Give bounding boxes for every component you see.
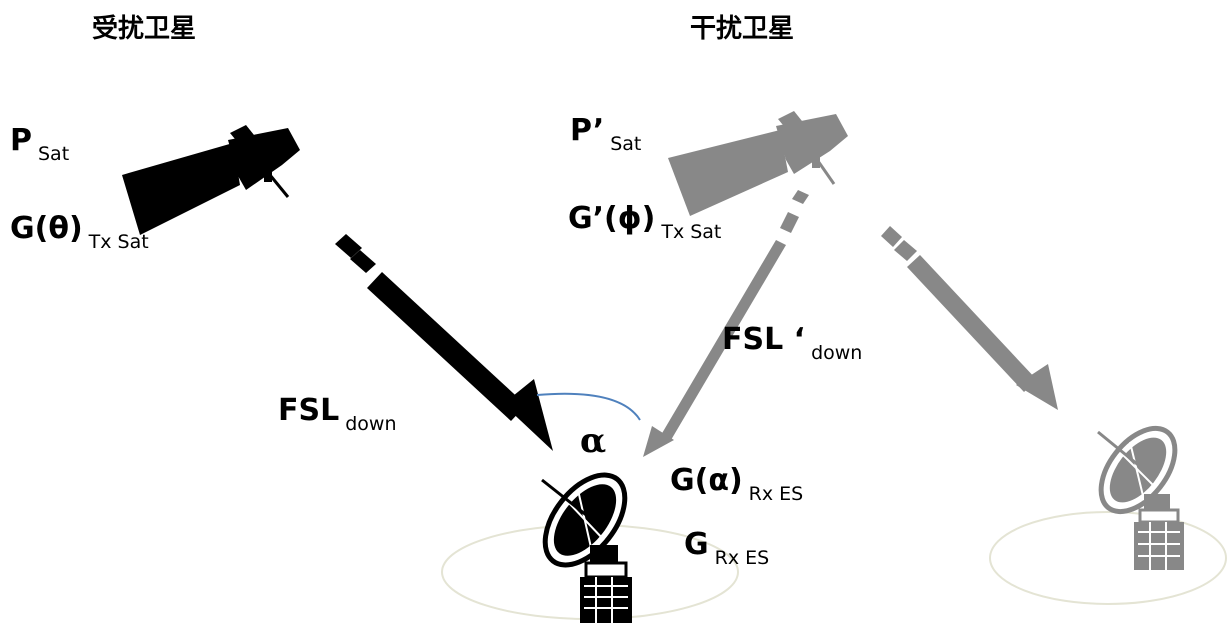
earth-station-antenna-icon: [541, 472, 632, 623]
g-prime-phi-label: G’(ϕ)Tx Sat: [568, 201, 722, 243]
interfered-station-antenna-icon: [1097, 425, 1184, 570]
victim-satellite-title: 受扰卫星: [92, 14, 197, 44]
interfering-satellite-icon: [668, 111, 848, 216]
interfered-station-ground-ellipse: [989, 511, 1227, 605]
victim-downlink-arrow: [335, 234, 553, 451]
alpha-angle-label: α: [580, 421, 607, 461]
g-theta-label: G(θ)Tx Sat: [10, 211, 149, 253]
interferer-downlink-arrow: [881, 226, 1058, 410]
angle-arc: [536, 392, 641, 421]
interference-arrow: [643, 190, 809, 457]
fsl-prime-down-label: FSL ‘down: [722, 322, 863, 364]
interfering-satellite-title: 干扰卫星: [690, 14, 795, 44]
g-alpha-label: G(α)Rx ES: [670, 463, 804, 505]
victim-satellite-icon: [122, 125, 300, 235]
p-prime-sat-label: P’Sat: [570, 113, 642, 155]
